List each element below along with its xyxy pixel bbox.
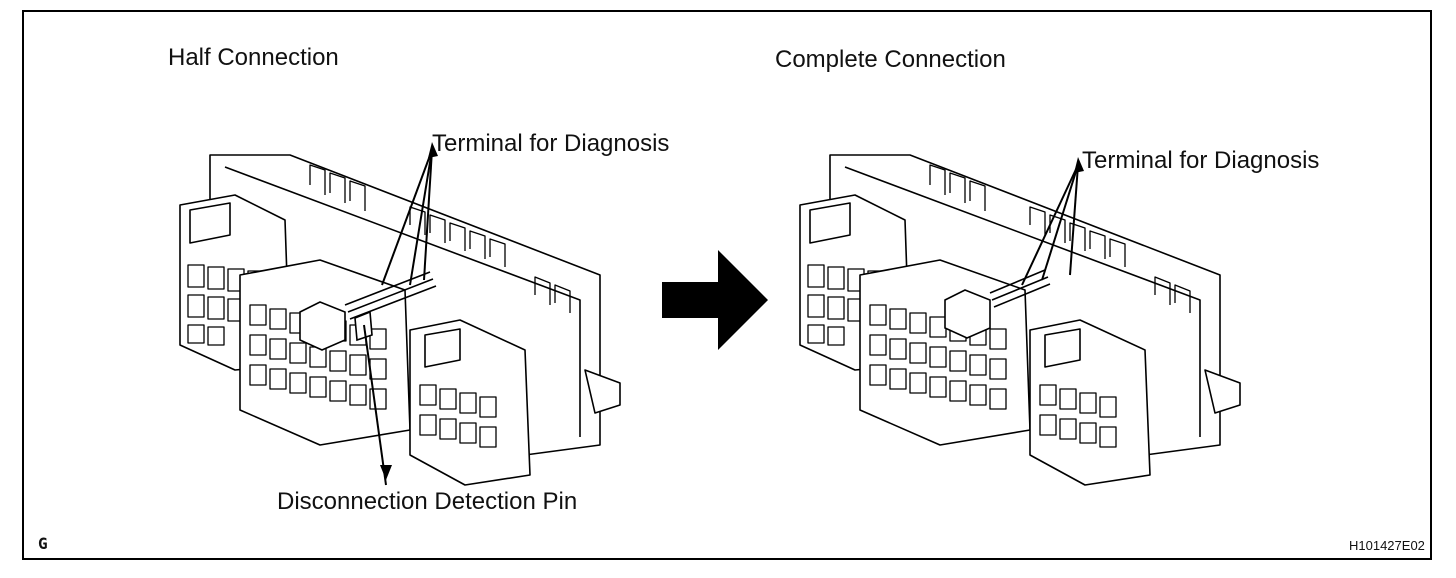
figure-frame	[22, 10, 1432, 560]
connector-half	[179, 154, 621, 486]
left-terminal-label: Terminal for Diagnosis	[432, 130, 670, 157]
figure-code: H101427E02	[1349, 538, 1425, 553]
left-title: Half Connection	[168, 44, 339, 71]
terminal-complete	[944, 269, 1051, 339]
terminal-half	[299, 271, 437, 351]
transition-arrow	[662, 250, 768, 350]
leader-lines	[363, 149, 1079, 486]
right-terminal-label: Terminal for Diagnosis	[1082, 147, 1320, 174]
detection-pin-label: Disconnection Detection Pin	[277, 488, 578, 515]
connector-complete	[799, 154, 1241, 486]
corner-letter: G	[38, 534, 48, 553]
right-title: Complete Connection	[775, 46, 1006, 73]
